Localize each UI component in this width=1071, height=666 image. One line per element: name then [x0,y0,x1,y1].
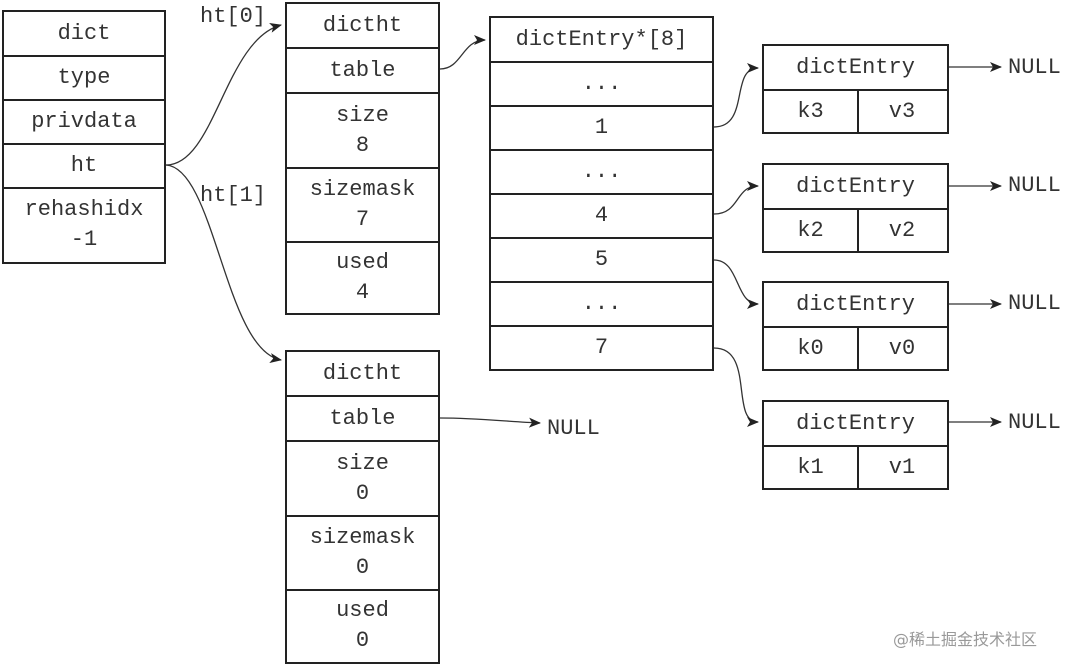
dict-entry-key: k1 [764,446,859,488]
dict-ht: ht [70,153,98,178]
dict-entry-title-cell: dictEntry [764,46,947,91]
dict-privdata-cell: privdata [4,101,164,145]
ht0-sizemask-value: 7 [355,207,370,232]
ht1-title-cell: dictht [287,352,438,397]
dict-entry-key: k0 [764,327,859,369]
ht1-table-cell: table [287,397,438,442]
entry-array-title: dictEntry*[8] [515,26,688,52]
ht0-dictht: dictht table size 8 sizemask 7 used 4 [285,2,440,315]
dict-entry-title-cell: dictEntry [764,283,947,328]
arrow-slot4-to-entry [713,181,759,215]
arrow-slot5-to-entry [713,259,759,309]
dict-entry-title-cell: dictEntry [764,402,947,447]
null-label: NULL [1008,410,1061,435]
ht0-size-value: 8 [355,132,370,158]
ht1-size-cell: size 0 [287,442,438,517]
dict-entry-key: k2 [764,209,859,251]
array-slot-text: 7 [594,334,609,360]
null-label: NULL [1008,291,1061,316]
array-slot-text: ... [581,291,622,316]
ht1-title: dictht [322,360,403,386]
array-slot: ... [491,283,712,327]
ht1-size-label: size [336,450,389,476]
array-slot: 7 [491,327,712,368]
ht0-table: table [329,57,396,83]
arrow-slot7-to-entry [713,347,759,427]
watermark: @稀土掘金技术社区 [893,630,1038,649]
ht0-label: ht[0] [200,4,267,29]
ht1-sizemask-label: sizemask [309,525,416,550]
dict-type-cell: type [4,57,164,101]
dict-entry-title-cell: dictEntry [764,165,947,210]
arrow-ht0-table-to-array [439,35,486,70]
dict-entry-title: dictEntry [796,173,915,199]
dict-type: type [57,65,111,90]
ht0-used-cell: used 4 [287,243,438,312]
dict-entry-value: v2 [888,217,916,243]
array-slot-text: 5 [594,247,609,272]
ht0-sizemask-label: sizemask [309,177,416,202]
ht1-size-value: 0 [355,480,370,506]
array-slot: 4 [491,195,712,239]
ht1-dictht: dictht table size 0 sizemask 0 used 0 [285,350,440,664]
dict-entry-title: dictEntry [796,291,915,317]
arrow-ht1-table-to-null [439,417,541,428]
array-slot-text: 1 [594,115,609,140]
ht1-label: ht[1] [200,183,267,208]
ht0-title: dictht [322,12,403,38]
dict-entry-value: v1 [888,454,916,480]
dict-entry-node: dictEntry k2 v2 [762,163,949,253]
dict-title: dict [57,20,111,46]
ht1-used-label: used [336,598,389,623]
dict-rehashidx-value: -1 [70,227,98,252]
dict-rehashidx-label: rehashidx [24,197,144,222]
null-label: NULL [1008,173,1061,198]
entry-array: dictEntry*[8] ... 1 ... 4 5 ... 7 [489,16,714,371]
ht1-table: table [329,405,396,431]
ht1-sizemask-value: 0 [355,555,370,580]
dict-entry-value: v3 [888,98,916,124]
array-slot-text: ... [581,159,622,184]
dict-entry-key: k3 [764,90,859,132]
dict-struct: dict type privdata ht rehashidx -1 [2,10,166,264]
dict-entry-node: dictEntry k1 v1 [762,400,949,490]
ht1-sizemask-cell: sizemask 0 [287,517,438,591]
arrow-ht-to-ht0 [165,23,282,166]
array-slot-text: ... [581,71,622,96]
dict-entry-title: dictEntry [796,54,915,80]
ht0-size-cell: size 8 [287,94,438,169]
dict-title-cell: dict [4,12,164,57]
dict-entry-node: dictEntry k0 v0 [762,281,949,371]
ht0-title-cell: dictht [287,4,438,49]
ht1-used-value: 0 [355,628,370,653]
array-slot: ... [491,63,712,107]
ht0-table-cell: table [287,49,438,94]
entry-array-title-cell: dictEntry*[8] [491,18,712,63]
arrow-slot1-to-entry [713,63,759,128]
null-label: NULL [1008,55,1061,80]
dict-privdata: privdata [31,109,137,134]
array-slot-text: 4 [594,203,609,228]
dict-entry-node: dictEntry k3 v3 [762,44,949,134]
dict-ht-cell: ht [4,145,164,189]
ht0-used-value: 4 [355,279,370,305]
dict-entry-value: v0 [888,335,916,361]
array-slot: 5 [491,239,712,283]
array-slot: 1 [491,107,712,151]
dict-rehashidx-cell: rehashidx -1 [4,189,164,261]
dict-entry-title: dictEntry [796,410,915,436]
ht0-sizemask-cell: sizemask 7 [287,169,438,243]
ht1-used-cell: used 0 [287,591,438,661]
ht0-used-label: used [336,249,389,275]
array-slot: ... [491,151,712,195]
ht1-table-null-label: NULL [547,416,600,441]
ht0-size-label: size [336,102,389,128]
